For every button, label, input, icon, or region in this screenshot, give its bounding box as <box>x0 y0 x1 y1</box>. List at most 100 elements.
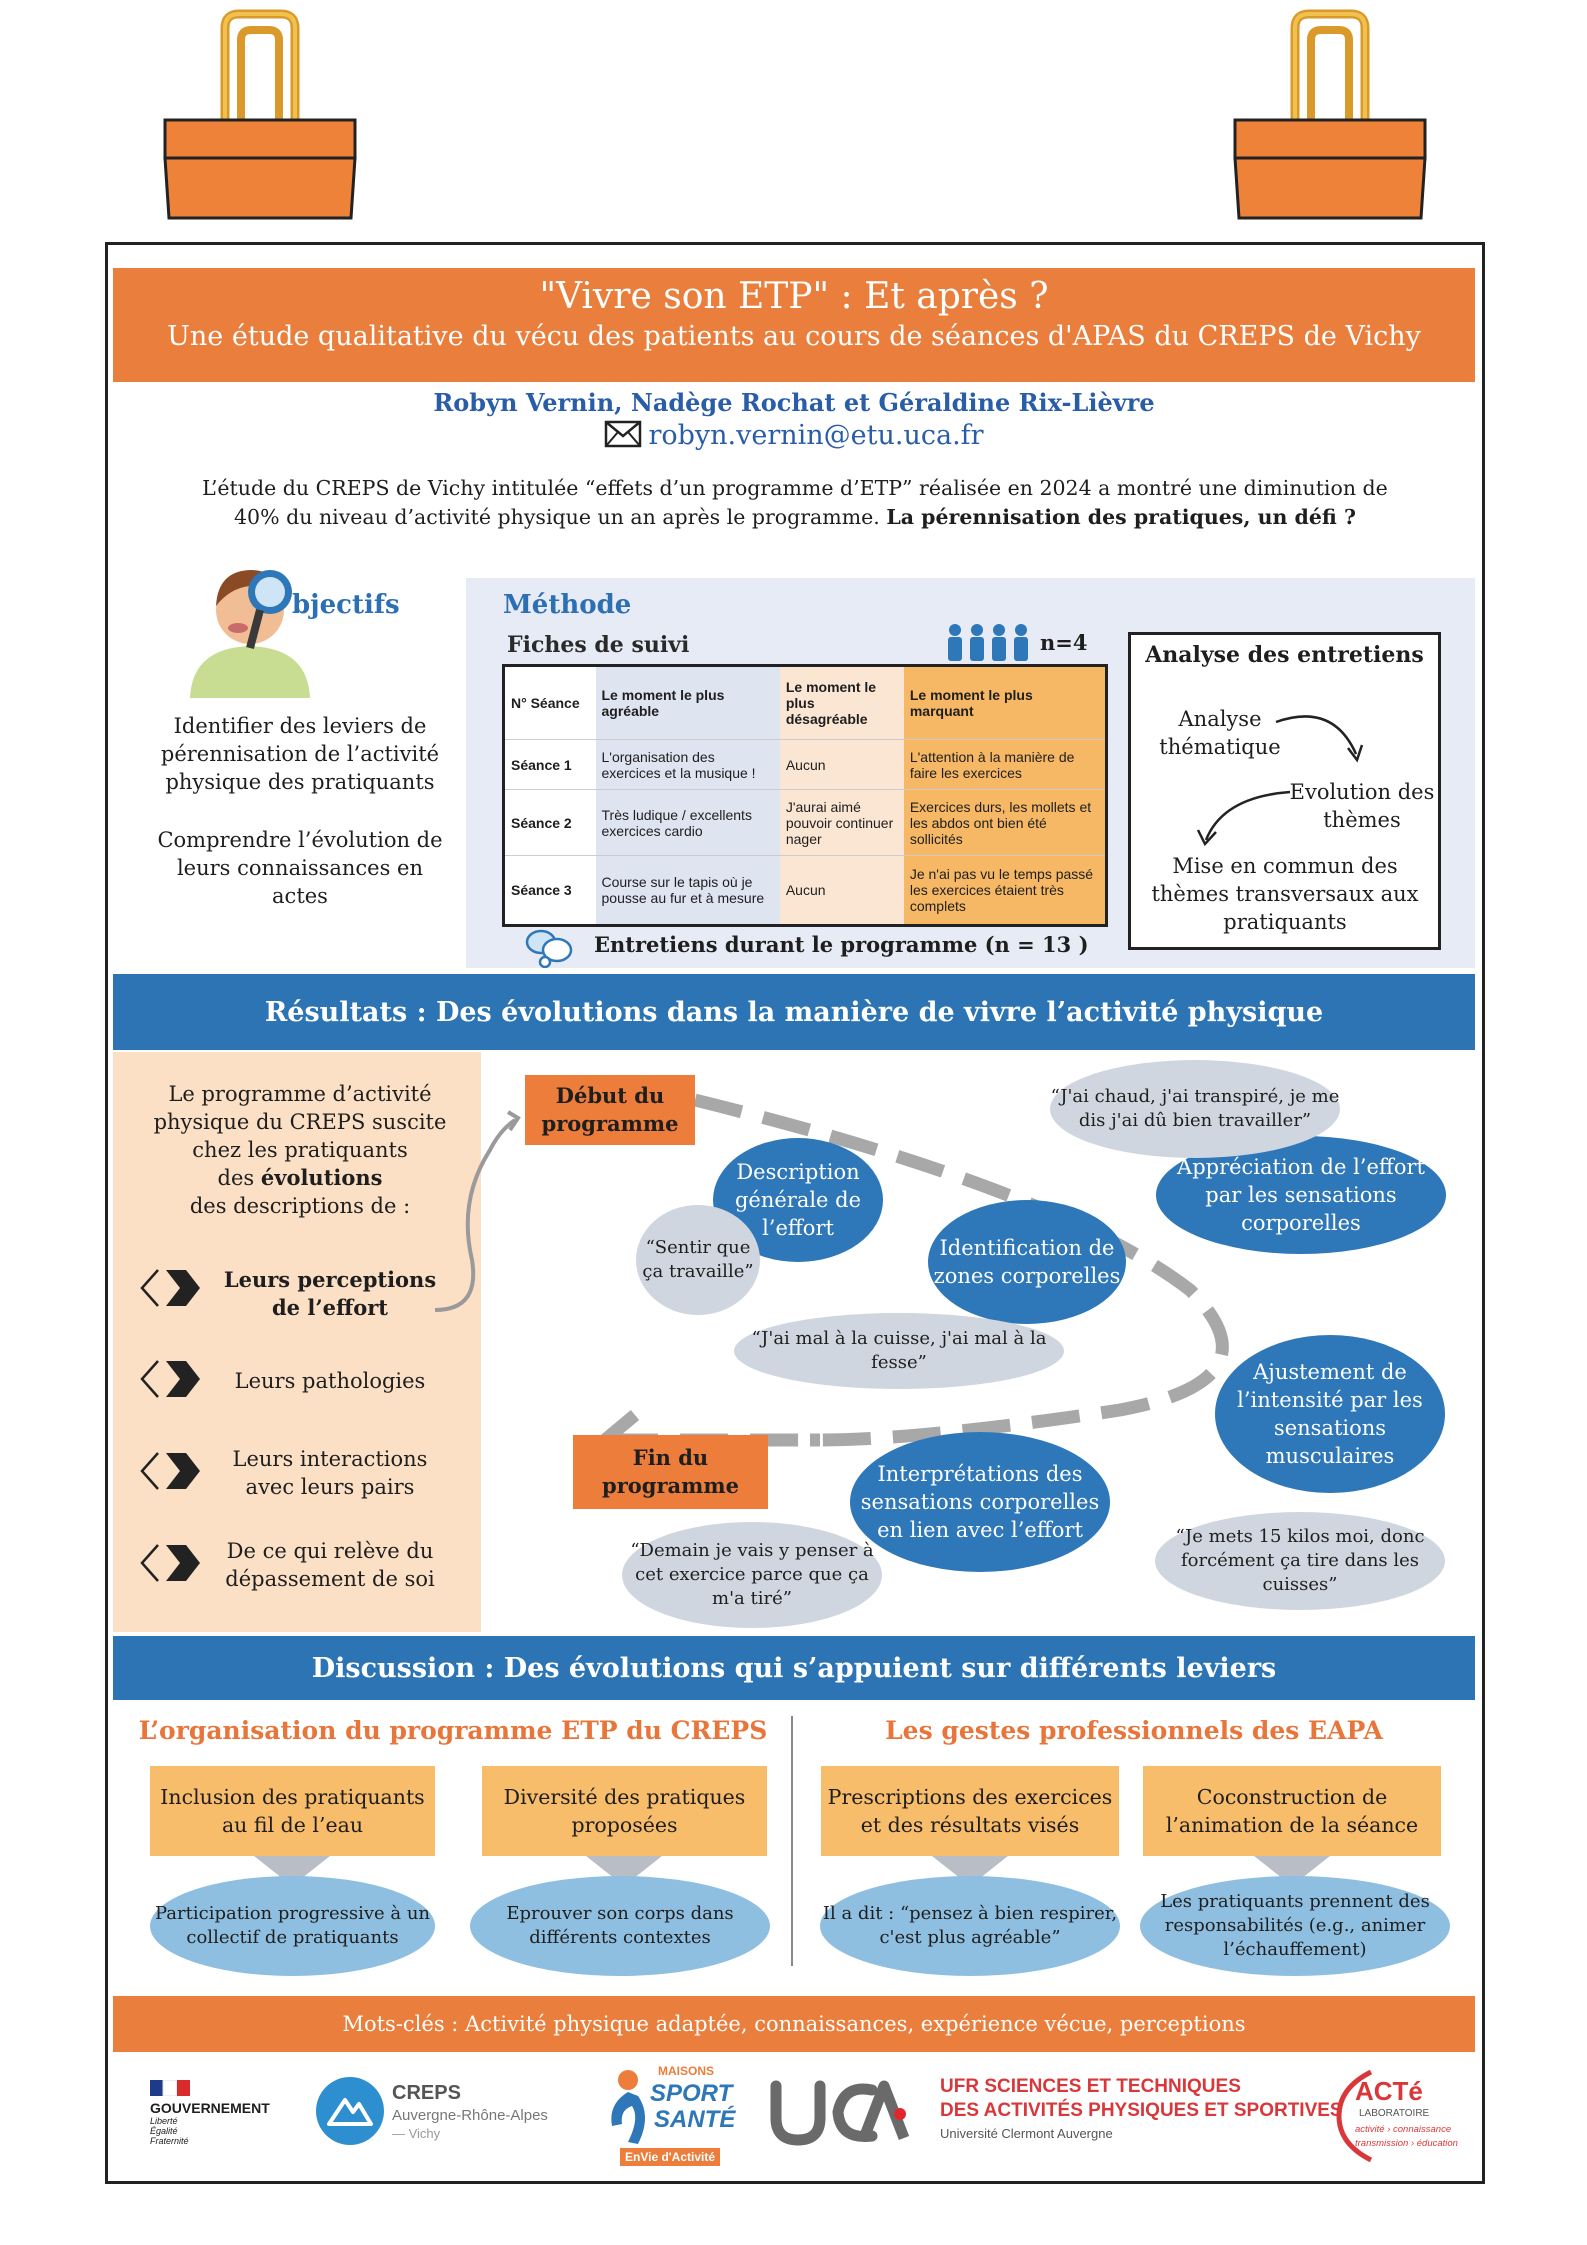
ufr-line-3: Université Clermont Auvergne <box>940 2126 1113 2141</box>
acte-arc-icon <box>1336 2069 1373 2163</box>
table-cell: Exercices durs, les mollets et les abdos… <box>903 789 1107 856</box>
table-cell: Séance 3 <box>503 855 596 926</box>
table-row: Séance 2 Très ludique / excellents exerc… <box>503 789 1107 856</box>
analyse-step-2: Evolution des thèmes <box>1289 780 1435 832</box>
discussion-divider <box>791 1716 793 1966</box>
table-cell: Je n'ai pas vu le temps passé les exerci… <box>903 855 1107 926</box>
chat-bubbles-icon <box>525 929 573 968</box>
lever-inclusion: Inclusion des pratiquants au fil de l’ea… <box>150 1766 435 1856</box>
bubble-interpretations: Interprétations des sensations corporell… <box>850 1432 1110 1572</box>
intro-line: chez les pratiquants <box>192 1138 408 1162</box>
acte-tag-1: activité › connaissance <box>1355 2124 1452 2135</box>
authors: Robyn Vernin, Nadège Rochat et Géraldine… <box>433 388 1155 417</box>
lever-bubble-participation: Participation progressive à un collectif… <box>150 1876 435 1976</box>
marianne-flag-icon <box>150 2080 190 2096</box>
table-header: Le moment le plus désagréable <box>779 665 904 740</box>
lever-coconstruction: Coconstruction de l’animation de la séan… <box>1143 1766 1441 1856</box>
poster-title: "Vivre son ETP" : Et après ? <box>539 276 1049 317</box>
objectif-2: Comprendre l’évolution de leurs connaiss… <box>157 828 443 908</box>
email-line[interactable]: robyn.vernin@etu.uca.fr <box>113 420 1475 451</box>
table-cell: J'aurai aimé pouvoir continuer nager <box>779 789 904 856</box>
table-header: N° Séance <box>503 665 596 740</box>
list-item-depassement: De ce qui relève du dépassement de soi <box>225 1539 435 1591</box>
intro-question: La pérennisation des pratiques, un défi … <box>886 505 1356 529</box>
lever-diversite: Diversité des pratiques proposées <box>482 1766 767 1856</box>
objectifs-title: bjectifs <box>292 590 400 620</box>
creps-name: CREPS <box>392 2082 461 2104</box>
intro-line: Le programme d’activité <box>168 1082 432 1106</box>
methode-title: Méthode <box>503 590 632 620</box>
table-cell: L'organisation des exercices et la musiq… <box>595 739 780 790</box>
acte-name: ACTé <box>1355 2076 1423 2106</box>
table-cell: L'attention à la manière de faire les ex… <box>903 739 1107 790</box>
discussion-left-title: L’organisation du programme ETP du CREPS <box>138 1716 768 1745</box>
quote-chaud: “J'ai chaud, j'ai transpiré, je me dis j… <box>1050 1060 1340 1158</box>
table-cell: Séance 2 <box>503 789 596 856</box>
intro-line: des descriptions de : <box>189 1194 411 1218</box>
mss-sante: SANTÉ <box>654 2106 736 2133</box>
quote-mal-cuisse: “J'ai mal à la cuisse, j'ai mal à la fes… <box>734 1313 1064 1389</box>
hexagon-arrow-icon <box>140 1360 200 1398</box>
title-band: "Vivre son ETP" : Et après ? Une étude q… <box>113 268 1475 382</box>
creps-city: — Vichy <box>392 2126 441 2141</box>
intro-line: des évolutions <box>217 1165 383 1190</box>
analyse-step-1: Analyse thématique <box>1159 707 1281 759</box>
people-group-icon <box>948 624 1028 661</box>
lever-bubble-eprouver: Eprouver son corps dans différents conte… <box>470 1876 770 1976</box>
binder-clip-right-icon <box>1233 9 1427 220</box>
keywords-band: Mots-clés : Activité physique adaptée, c… <box>113 1996 1475 2052</box>
creps-region: Auvergne-Rhône-Alpes <box>392 2107 548 2124</box>
table-cell: Très ludique / excellents exercices card… <box>595 789 780 856</box>
fiches-title: Fiches de suivi <box>507 632 690 658</box>
gouv-label: GOUVERNEMENT <box>150 2100 270 2116</box>
lever-bubble-responsabilites: Les pratiquants prennent des responsabil… <box>1140 1876 1450 1976</box>
intro-paragraph: L’étude du CREPS de Vichy intitulée “eff… <box>190 474 1400 532</box>
boy-magnifier-icon <box>190 570 310 698</box>
acte-tag-2: transmission › éducation <box>1355 2138 1458 2149</box>
list-item-pathologies: Leurs pathologies <box>234 1369 426 1393</box>
analyse-title: Analyse des entretiens <box>1145 642 1424 668</box>
acte-sub: LABORATOIRE <box>1359 2108 1430 2119</box>
acte-logo: ACTé LABORATOIRE activité › connaissance… <box>1335 2068 1467 2164</box>
bubble-ajustement: Ajustement de l’intensité par les sensat… <box>1215 1335 1445 1493</box>
binder-clip-left-icon <box>163 9 357 220</box>
hexagon-arrow-icon <box>140 1269 200 1307</box>
ufr-line-1: UFR SCIENCES ET TECHNIQUES <box>940 2076 1241 2097</box>
bubble-identification: Identification de zones corporelles <box>928 1200 1126 1324</box>
analyse-step-3: Mise en commun des thèmes transversaux a… <box>1151 854 1419 934</box>
objectif-1: Identifier des leviers de pérennisation … <box>160 714 440 794</box>
table-cell: Aucun <box>779 739 904 790</box>
mss-top: MAISONS <box>658 2064 715 2078</box>
resultats-intro: Le programme d’activité physique du CREP… <box>130 1080 470 1220</box>
creps-mountain-icon <box>316 2077 384 2145</box>
fiches-count: n=4 <box>1040 630 1088 655</box>
uca-logo-icon <box>770 2080 910 2146</box>
quote-demain: “Demain je vais y penser à cet exercice … <box>622 1522 882 1628</box>
entretiens-label: Entretiens durant le programme (n = 13 ) <box>594 932 1089 957</box>
table-cell: Séance 1 <box>503 739 596 790</box>
start-program-box: Début du programme <box>525 1075 695 1145</box>
analyse-box <box>1128 632 1441 950</box>
table-cell: Aucun <box>779 855 904 926</box>
table-header-row: N° Séance Le moment le plus agréable Le … <box>503 665 1107 740</box>
resultats-band: Résultats : Des évolutions dans la maniè… <box>113 974 1475 1050</box>
mss-bottom: EnVie d'Activité <box>620 2148 720 2166</box>
discussion-title: Discussion : Des évolutions qui s’appuie… <box>311 1652 1277 1684</box>
quote-sentir: “Sentir que ça travaille” <box>636 1205 760 1315</box>
intro-line: physique du CREPS suscite <box>153 1110 447 1134</box>
discussion-right-title: Les gestes professionnels des EAPA <box>885 1716 1383 1745</box>
fiches-table: N° Séance Le moment le plus agréable Le … <box>502 664 1108 927</box>
resultats-left-panel <box>113 1052 481 1632</box>
table-header: Le moment le plus marquant <box>903 665 1107 740</box>
discussion-band: Discussion : Des évolutions qui s’appuie… <box>113 1636 1475 1700</box>
table-row: Séance 3 Course sur le tapis où je pouss… <box>503 855 1107 926</box>
email-address[interactable]: robyn.vernin@etu.uca.fr <box>648 420 984 451</box>
table-cell: Course sur le tapis où je pousse au fur … <box>595 855 780 926</box>
hexagon-arrow-icon <box>140 1544 200 1582</box>
maisons-sport-sante-logo: MAISONS SPORT SANTÉ EnVie d'Activité <box>598 2062 735 2174</box>
ufr-line-2: DES ACTIVITÉS PHYSIQUES ET SPORTIVES <box>940 2100 1343 2121</box>
keywords-text: Mots-clés : Activité physique adaptée, c… <box>342 2012 1246 2036</box>
poster-subtitle: Une étude qualitative du vécu des patien… <box>167 321 1421 352</box>
